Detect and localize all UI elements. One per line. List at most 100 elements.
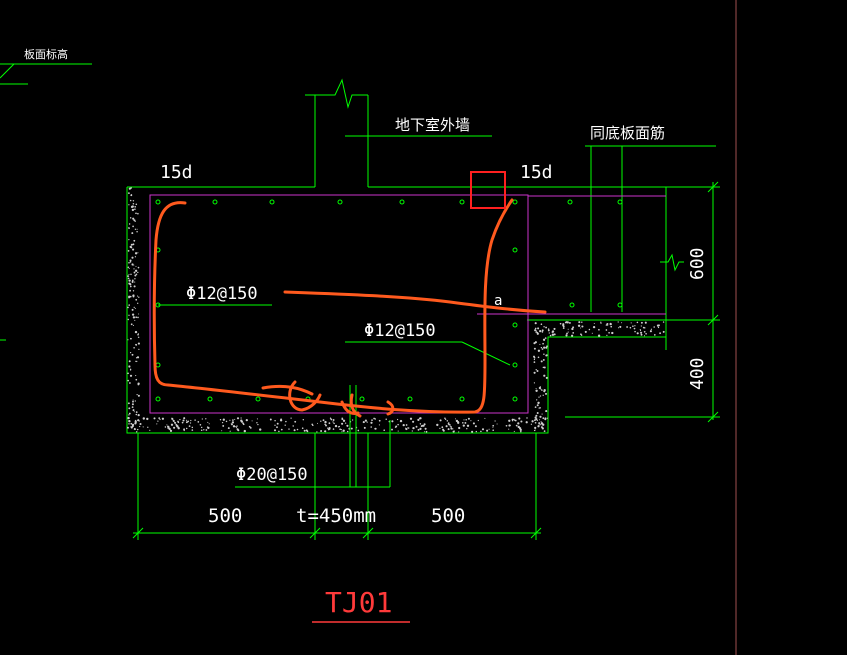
hatch-dot — [351, 419, 354, 421]
hatch-dot — [132, 200, 135, 202]
hatch-dot — [130, 422, 133, 425]
hatch-dot — [653, 326, 655, 328]
hatch-dot — [128, 239, 130, 241]
dim-right-label: 500 — [431, 505, 465, 527]
hatch-dot — [505, 424, 508, 427]
hatch-dot — [542, 366, 545, 369]
hatch-dot — [197, 421, 200, 423]
hatch-dot — [200, 426, 203, 429]
hatch-dot — [189, 422, 192, 424]
hatch-dot — [280, 428, 283, 431]
hatch-dot — [137, 382, 140, 385]
hatch-dot — [135, 273, 138, 275]
dim-step-label: 400 — [687, 357, 708, 390]
hatch-dot — [458, 426, 461, 430]
hatch-dot — [592, 325, 596, 329]
rebar-dot — [617, 302, 623, 308]
rebar-dot — [155, 362, 161, 368]
hatch-dot — [525, 421, 528, 424]
hatch-dot — [128, 314, 130, 316]
hatch-dot — [132, 316, 136, 319]
hatch-dot — [129, 285, 132, 288]
anchor-right-label: 15d — [520, 162, 553, 183]
hatch-dot — [419, 423, 422, 425]
hatch-dot — [134, 269, 138, 272]
hatch-dot — [139, 425, 141, 428]
hatch-dot — [535, 387, 537, 390]
hatch-dot — [533, 358, 536, 361]
hatch-dot — [293, 429, 296, 432]
hatch-dot — [136, 360, 138, 363]
hatch-dot — [316, 431, 318, 433]
hatch-dot — [134, 278, 136, 280]
hatch-dot — [640, 333, 643, 336]
hatch-dot — [127, 250, 130, 252]
hatch-dot — [534, 421, 537, 424]
hatch-dot — [174, 421, 177, 424]
hatch-dot — [553, 327, 556, 330]
hatch-dot — [325, 424, 327, 427]
hatch-dot — [492, 424, 495, 427]
hatch-dot — [571, 334, 574, 337]
hatch-dot — [187, 420, 190, 423]
hatch-dot — [276, 422, 279, 425]
hatch-dot — [135, 343, 137, 346]
hatch-dot — [562, 327, 565, 329]
hatch-dot — [136, 356, 140, 359]
hatch-dot — [593, 322, 595, 325]
hatch-dot — [207, 421, 209, 423]
hatch-dot — [640, 325, 642, 327]
hatch-dot — [159, 418, 161, 421]
hatch-dot — [535, 330, 538, 332]
hatch-dot — [538, 396, 540, 398]
hatch-dot — [129, 259, 132, 262]
hatch-dot — [129, 289, 131, 292]
hatch-dot — [545, 410, 548, 413]
hatch-dot — [530, 423, 533, 425]
hatch-dot — [127, 277, 130, 280]
elevation-marker — [0, 63, 92, 85]
hatch-dot — [133, 285, 136, 288]
hatch-dot — [128, 365, 131, 368]
hatch-dot — [182, 419, 185, 422]
hatch-dot — [621, 322, 623, 324]
hatch-dot — [149, 429, 151, 431]
hatch-dot — [607, 324, 609, 326]
hatch-dot — [221, 430, 223, 432]
hatch-dot — [543, 326, 545, 328]
hatch-dot — [391, 420, 394, 423]
hatch-dot — [229, 430, 231, 432]
hatch-dot — [131, 205, 134, 208]
hatch-dot — [605, 329, 608, 331]
hatch-dot — [370, 421, 373, 424]
hatch-dot — [477, 419, 479, 422]
hatch-dot — [423, 431, 425, 433]
hatch-dot — [129, 217, 132, 219]
hatch-dot — [179, 418, 181, 421]
hatch-dot — [134, 252, 138, 255]
rebar-dots — [155, 199, 623, 402]
hatch-dot — [520, 430, 522, 433]
hatch-dot — [135, 375, 137, 377]
hatch-dot — [170, 423, 174, 426]
hatch-dot — [364, 419, 367, 422]
hatch-dot — [541, 348, 544, 350]
hatch-dot — [597, 334, 601, 337]
hatch-dot — [137, 336, 140, 339]
hatch-dot — [177, 427, 180, 430]
hatch-dot — [237, 429, 240, 432]
hatch-dot — [567, 331, 569, 333]
hatch-dot — [559, 322, 562, 325]
hatch-dot — [232, 425, 236, 428]
hatch-dot — [133, 306, 135, 309]
hatch-dot — [136, 228, 138, 230]
hatch-dot — [545, 354, 548, 356]
hatch-dot — [662, 330, 665, 333]
hatch-dot — [329, 417, 332, 419]
hatch-dot — [285, 420, 287, 423]
hatch-dot — [133, 264, 135, 266]
hatch-dot — [553, 333, 556, 336]
hatch-dot — [542, 417, 545, 420]
hatch-dot — [208, 423, 210, 425]
hatch-dot — [130, 187, 132, 189]
